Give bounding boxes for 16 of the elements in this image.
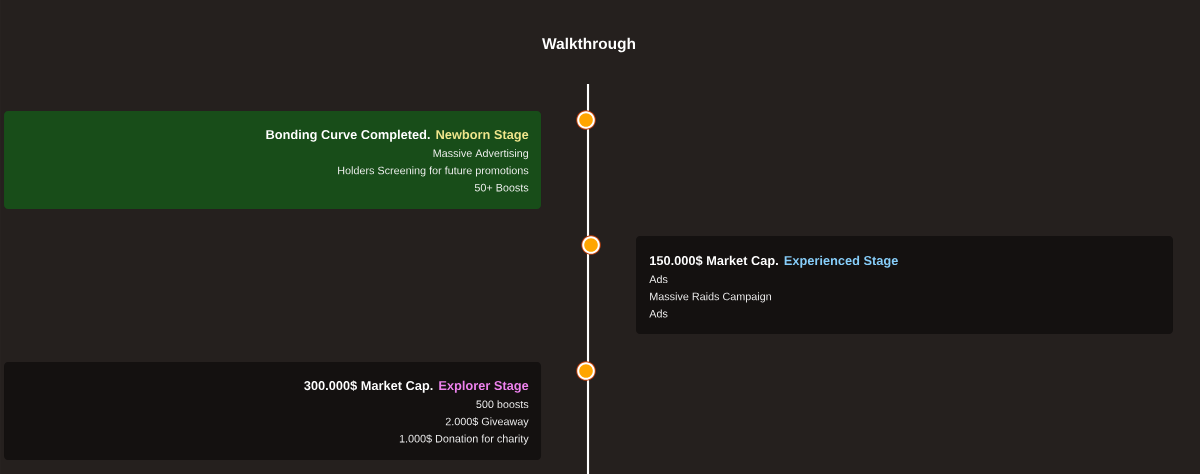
list-item: 2.000$ Giveaway xyxy=(445,417,529,428)
list-item: 1.000$ Donation for charity xyxy=(399,434,529,445)
list-item: Massive Advertising xyxy=(433,149,528,160)
list-item: Ads xyxy=(649,309,668,318)
list-item: 50+ Boosts xyxy=(474,183,529,192)
list-item: 500 boosts xyxy=(476,400,529,409)
card-title: Bonding Curve Completed. xyxy=(266,129,430,142)
stage-name: Experienced Stage xyxy=(784,255,898,268)
list-item: Holders Screening for future promotions xyxy=(338,166,529,177)
card-title: 300.000$ Market Cap. xyxy=(304,380,433,393)
card-title: 150.000$ Market Cap. xyxy=(650,255,778,268)
title: Walkthrough xyxy=(542,37,635,53)
stage-name: Explorer Stage xyxy=(439,380,529,393)
stage-name: Newborn Stage xyxy=(436,129,529,142)
list-item: Ads xyxy=(649,275,668,284)
list-item: Massive Raids Campaign xyxy=(650,292,771,303)
